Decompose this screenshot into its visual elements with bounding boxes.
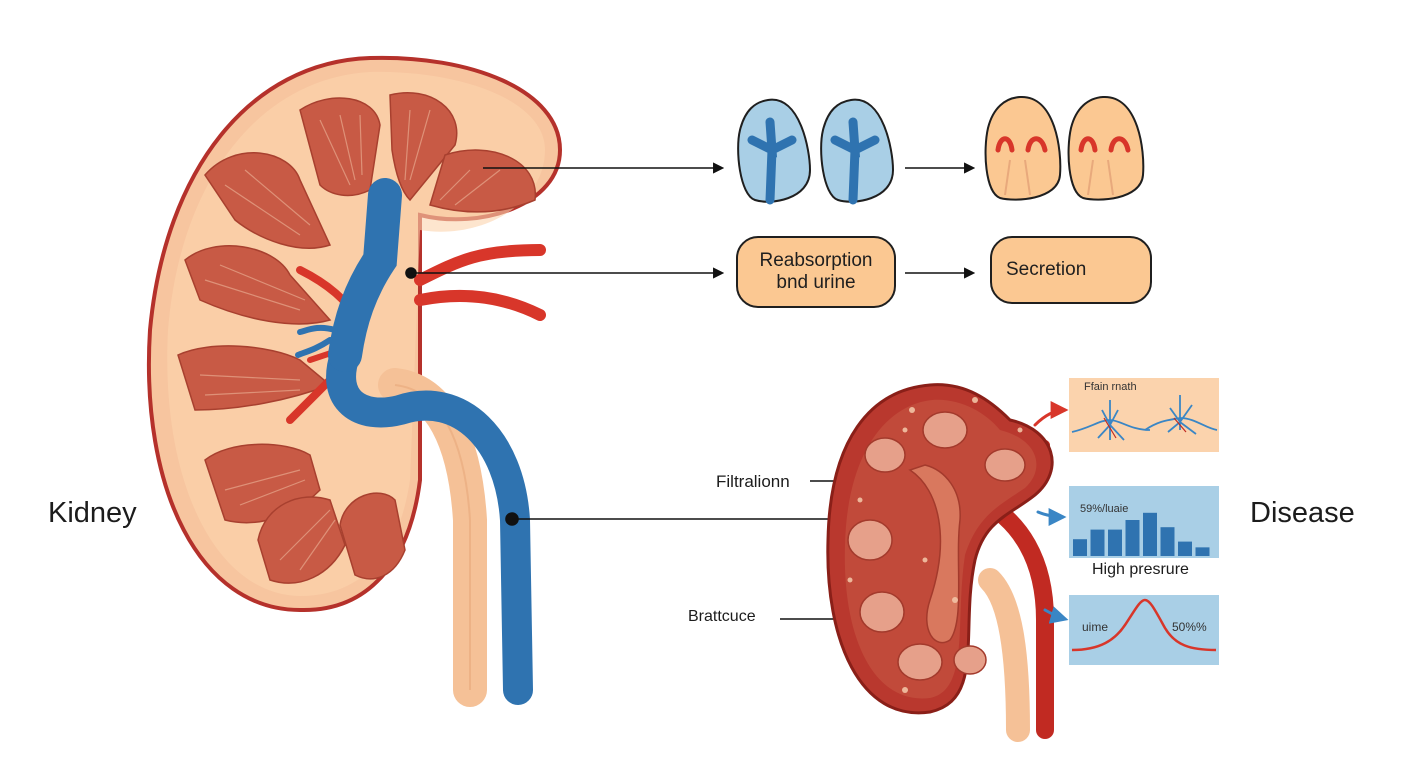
panel3-left-label: uime <box>1082 620 1109 634</box>
bar-2 <box>1108 529 1122 556</box>
filtration-label: Filtralionn <box>716 472 790 491</box>
bar-1 <box>1090 529 1105 556</box>
orange-capsules <box>984 95 1145 201</box>
reabsorption-line1: Reabsorption <box>759 250 873 271</box>
inset-panel-vessels <box>1069 378 1219 452</box>
panel3-right-label: 50%% <box>1172 620 1207 634</box>
pyramid-striations <box>199 109 501 571</box>
disease-title: Disease <box>1250 497 1355 529</box>
kidney-title: Kidney <box>48 497 137 529</box>
inset-panel-bars <box>1069 486 1219 558</box>
secretion-box: Secretion <box>990 236 1152 304</box>
pressure-curve <box>1071 598 1217 652</box>
reabsorption-line2: bnd urine <box>776 272 856 293</box>
diseased-kidney <box>826 383 1054 742</box>
blue-capsules <box>737 98 895 205</box>
bar-3 <box>1125 520 1140 556</box>
secretion-label: Secretion <box>1006 259 1087 280</box>
bar-6 <box>1178 541 1192 556</box>
bar-4 <box>1143 512 1157 556</box>
panel2-title: 59%/luaie <box>1080 503 1129 515</box>
bar-5 <box>1160 527 1175 556</box>
panel-arrows <box>1033 401 1069 624</box>
healthy-kidney <box>147 55 563 707</box>
panel2-caption: High presrure <box>1092 561 1189 578</box>
bar-series <box>1073 512 1210 556</box>
structure-label: Brattcuce <box>688 608 756 625</box>
panel1-title: Ffain rnath <box>1084 381 1137 393</box>
bar-7 <box>1195 547 1210 556</box>
reabsorption-box: Reabsorption bnd urine <box>736 236 896 308</box>
bar-0 <box>1073 539 1087 556</box>
inset-panel-curve <box>1069 595 1219 665</box>
